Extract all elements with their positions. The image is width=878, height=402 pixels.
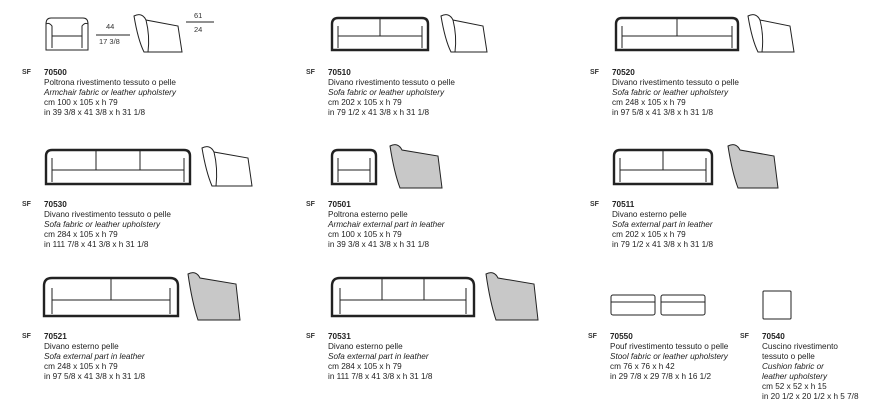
caption-70531: SF 70531 Divano esterno pelle Sofa exter… (306, 332, 433, 381)
armchair-70501-front-drawing (330, 148, 378, 186)
sofa-70531-side-drawing (485, 272, 539, 321)
armchair-side-drawing (133, 14, 183, 53)
armchair-70501-side-drawing (389, 144, 443, 189)
height-cm: 61 (194, 11, 203, 20)
caption-70511: SF 70511 Divano esterno pelle Sofa exter… (590, 200, 714, 249)
seat-in: 17 3/8 (99, 37, 120, 46)
caption-70521: SF 70521 Divano esterno pelle Sofa exter… (22, 332, 146, 381)
sofa-70530-front-drawing (44, 148, 192, 186)
sofa-70520-side-drawing (747, 14, 795, 53)
sofa-70510-front-drawing (330, 16, 430, 52)
pouf-side-drawing (660, 294, 706, 316)
caption-70540: SF 70540 Cuscino rivestimento tessuto o … (740, 332, 859, 401)
caption-70530: SF 70530 Divano rivestimento tessuto o p… (22, 200, 171, 249)
sofa-70511-front-drawing (612, 148, 714, 186)
pouf-front-drawing (610, 294, 656, 316)
sofa-70510-side-drawing (440, 14, 488, 53)
sofa-70520-front-drawing (614, 16, 740, 52)
height-in: 24 (194, 25, 203, 34)
caption-70550: SF 70550 Pouf rivestimento tessuto o pel… (588, 332, 729, 381)
caption-70500: SF 70500 Poltrona rivestimento tessuto o… (22, 68, 176, 117)
sofa-70530-side-drawing (201, 146, 253, 187)
caption-70520: SF 70520 Divano rivestimento tessuto o p… (590, 68, 739, 117)
sofa-70511-side-drawing (727, 144, 779, 189)
height-dimension-line (186, 21, 214, 23)
cushion-drawing (762, 290, 792, 320)
caption-70501: SF 70501 Poltrona esterno pelle Armchair… (306, 200, 445, 249)
seat-dimension-line (96, 34, 130, 36)
caption-70510: SF 70510 Divano rivestimento tessuto o p… (306, 68, 455, 117)
armchair-front-drawing (45, 17, 89, 51)
sofa-70521-front-drawing (42, 276, 180, 318)
seat-cm: 44 (106, 22, 115, 31)
sofa-70531-front-drawing (330, 276, 476, 318)
sofa-70521-side-drawing (187, 272, 241, 321)
